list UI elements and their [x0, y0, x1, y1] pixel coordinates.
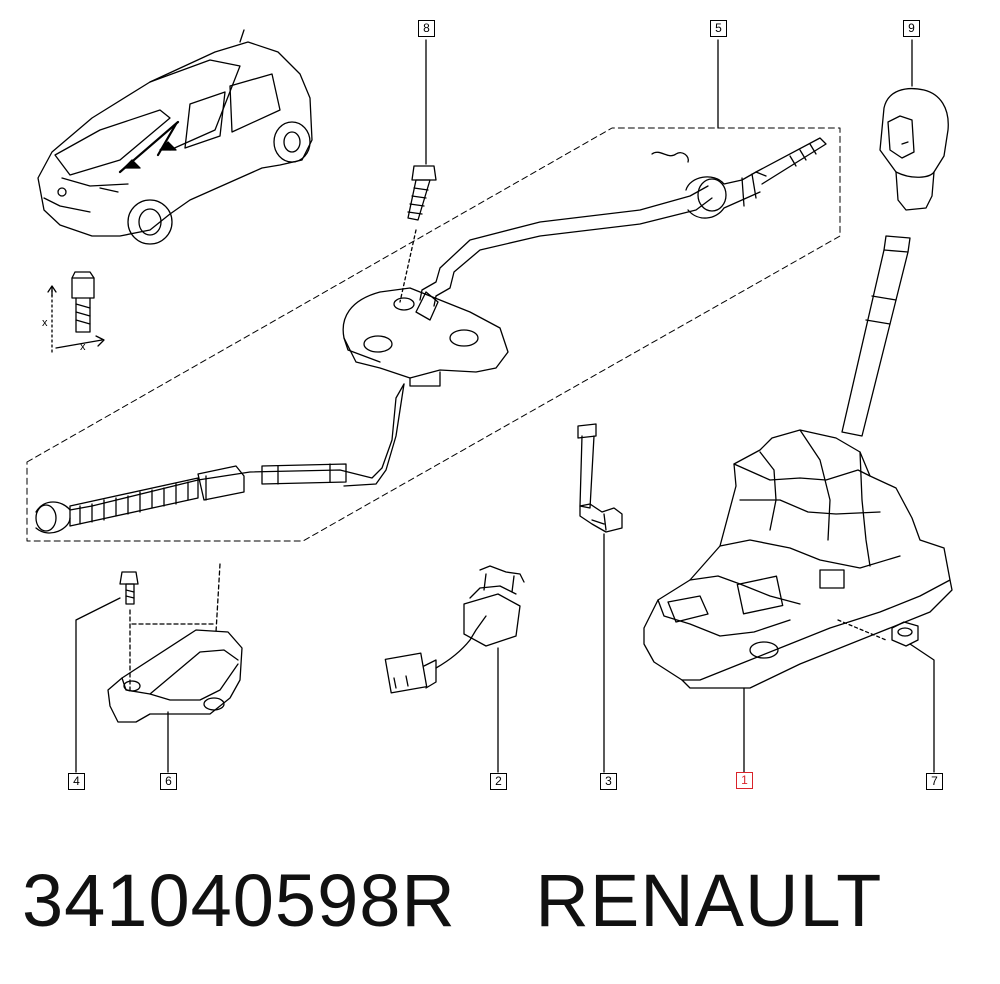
nut-7 [891, 621, 935, 773]
callout-6: 6 [160, 773, 177, 790]
cable-assembly-boundary [26, 127, 841, 542]
parts-diagram: x x [26, 29, 953, 773]
sensor-3 [577, 423, 623, 773]
callout-5: 5 [710, 20, 727, 37]
gear-shift-cable [35, 137, 827, 534]
dimension-label-x1: x [42, 317, 48, 329]
brand-name: RENAULT [535, 859, 883, 942]
callout-2: 2 [490, 773, 507, 790]
callout-1-highlighted: 1 [736, 772, 753, 789]
callout-9: 9 [903, 20, 920, 37]
bolt-dimension-detail [47, 271, 105, 353]
part-number: 341040598R [22, 859, 456, 942]
vehicle-illustration [37, 29, 313, 245]
dimension-label-x2: x [80, 341, 86, 353]
bolt-4 [75, 571, 139, 773]
callout-8: 8 [418, 20, 435, 37]
shifter-assembly-1 [643, 235, 953, 773]
callout-4: 4 [68, 773, 85, 790]
gear-knob-9 [879, 39, 949, 211]
part-caption: 341040598R RENAULT [22, 858, 882, 948]
bracket-6 [107, 563, 243, 773]
callout-3: 3 [600, 773, 617, 790]
bolt-8 [399, 39, 437, 303]
callout-7: 7 [926, 773, 943, 790]
harness-2 [384, 565, 525, 773]
